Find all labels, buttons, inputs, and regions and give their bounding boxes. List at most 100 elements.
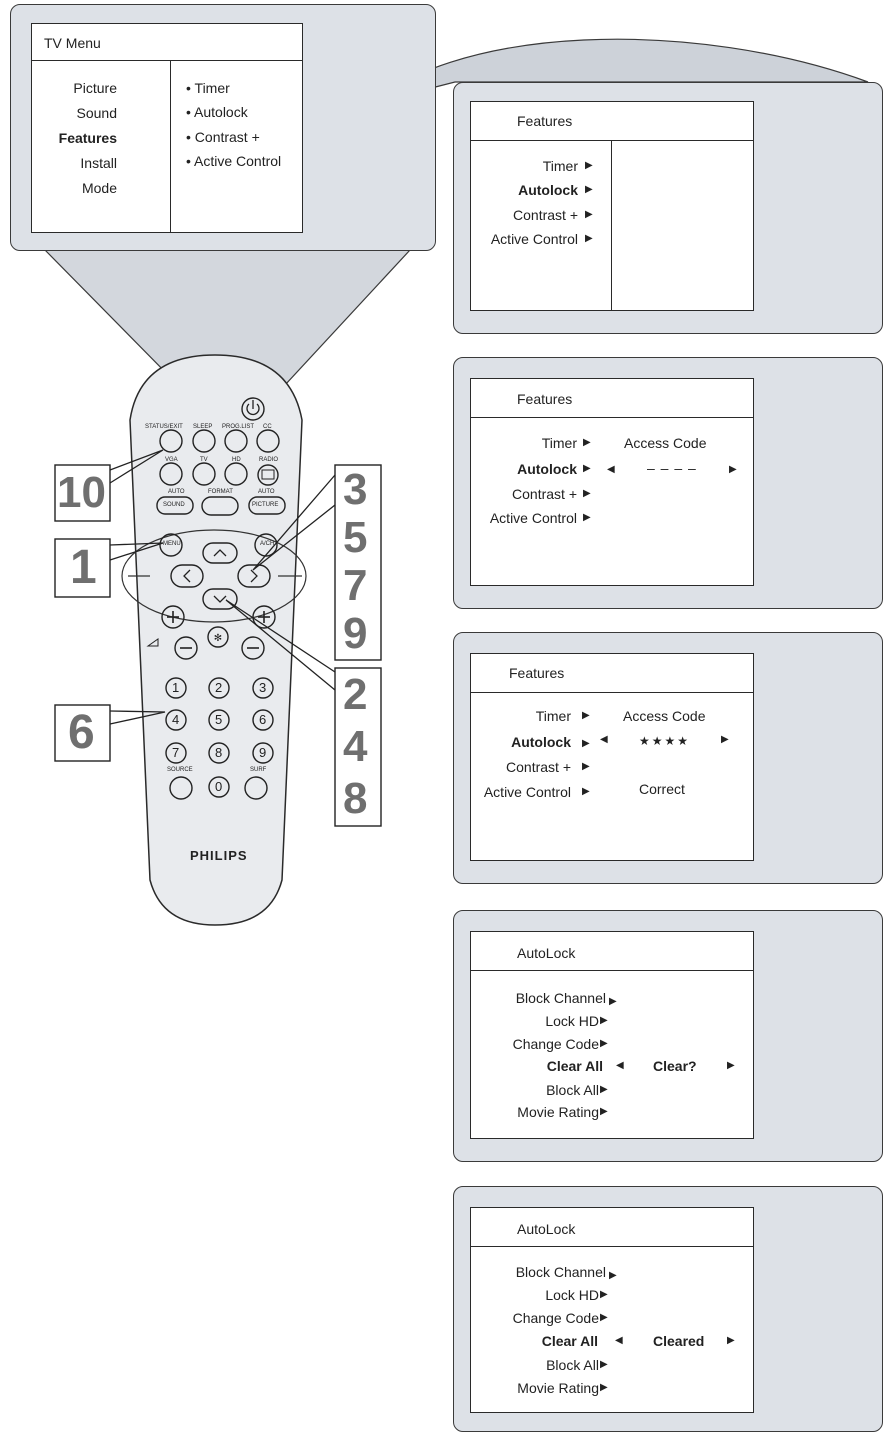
left-button xyxy=(170,564,204,588)
menu-item-change-code[interactable]: Change Code xyxy=(512,1036,599,1052)
menu-item-contrast[interactable]: Contrast + xyxy=(512,486,577,502)
menu-item-active-control[interactable]: Active Control xyxy=(490,231,578,247)
menu-item-autolock[interactable]: Autolock xyxy=(517,461,577,477)
features-title: Features xyxy=(517,391,573,407)
arrow-right-icon: ▶ xyxy=(727,1335,735,1346)
menu-item-movie-rating[interactable]: Movie Rating xyxy=(517,1380,599,1396)
sleep-label: SLEEP xyxy=(193,424,213,430)
menu-item-contrast[interactable]: Contrast + xyxy=(513,207,578,223)
digit-0: 0 xyxy=(215,779,223,794)
menu-item-clear-all[interactable]: Clear All xyxy=(546,1058,603,1074)
surf-button xyxy=(244,776,268,800)
autolock-title: AutoLock xyxy=(517,945,576,961)
vga-button xyxy=(159,462,183,486)
step-2: 2 xyxy=(343,670,368,719)
step-5: 5 xyxy=(343,513,368,562)
arrow-left-icon: ◀ xyxy=(616,1060,624,1071)
tv-label: TV xyxy=(200,457,208,463)
brand-logo: PHILIPS xyxy=(190,848,248,863)
menu-item-lock-hd[interactable]: Lock HD xyxy=(545,1287,599,1303)
menu-item-timer[interactable]: Timer xyxy=(541,435,577,451)
menu-item-clear-all[interactable]: Clear All xyxy=(541,1333,598,1349)
digit-2: 2 xyxy=(215,680,223,695)
down-button xyxy=(202,588,238,610)
menu-item-picture[interactable]: Picture xyxy=(73,80,117,96)
status-exit-button xyxy=(159,429,183,453)
arrow-right-icon: ▶ xyxy=(729,464,737,475)
step-7: 7 xyxy=(343,561,368,610)
hd-label: HD xyxy=(232,457,241,463)
menu-item-timer[interactable]: Timer xyxy=(535,708,571,724)
access-code-label: Access Code xyxy=(624,435,707,451)
tv-menu-screen: TV Menu Picture Sound Features Install M… xyxy=(31,23,303,233)
digit-8: 8 xyxy=(215,745,223,760)
tv-menu-title: TV Menu xyxy=(44,35,101,51)
vga-label: VGA xyxy=(165,457,178,463)
code-input[interactable]: – – – – xyxy=(647,460,697,476)
features-title: Features xyxy=(517,113,573,129)
step-1: 1 xyxy=(70,541,97,594)
features-title: Features xyxy=(509,665,565,681)
code-input[interactable]: ★★★★ xyxy=(639,734,691,748)
chevron-right-icon xyxy=(250,569,258,583)
format-label: FORMAT xyxy=(208,489,233,495)
step-box-1 xyxy=(54,538,111,598)
cc-label: CC xyxy=(263,424,272,430)
chevron-down-icon xyxy=(213,595,227,603)
submenu-active-control: • Active Control xyxy=(186,153,282,169)
up-button xyxy=(202,542,238,564)
tv-menu-panel: TV Menu Picture Sound Features Install M… xyxy=(10,4,436,251)
sound-label: SOUND xyxy=(163,502,185,508)
menu-item-contrast[interactable]: Contrast + xyxy=(506,759,571,775)
digit-9: 9 xyxy=(259,745,267,760)
menu-item-autolock[interactable]: Autolock xyxy=(511,734,571,750)
menu-item-lock-hd[interactable]: Lock HD xyxy=(545,1013,599,1029)
step-8: 8 xyxy=(343,774,368,823)
menu-item-features[interactable]: Features xyxy=(58,130,117,146)
autolock-screen-2: AutoLock Block Channel Lock HD Change Co… xyxy=(470,1207,754,1413)
menu-item-block-channel[interactable]: Block Channel xyxy=(515,1264,606,1280)
auto-label-2: AUTO xyxy=(258,489,275,495)
step-box-6 xyxy=(54,704,111,762)
menu-item-change-code[interactable]: Change Code xyxy=(512,1310,599,1326)
menu-item-active-control[interactable]: Active Control xyxy=(483,784,571,800)
tv-button xyxy=(192,462,216,486)
prog-list-label: PROG.LIST xyxy=(222,424,255,430)
menu-item-mode[interactable]: Mode xyxy=(81,180,117,196)
source-button xyxy=(169,776,193,800)
step-3: 3 xyxy=(343,465,368,514)
menu-item-install[interactable]: Install xyxy=(80,155,117,171)
step-10: 10 xyxy=(57,468,106,517)
features-panel-2: Features Timer Autolock Contrast + Activ… xyxy=(453,357,883,609)
ach-button xyxy=(254,533,278,557)
menu-item-block-all[interactable]: Block All xyxy=(546,1357,599,1373)
menu-item-autolock[interactable]: Autolock xyxy=(518,182,578,198)
menu-item-block-channel[interactable]: Block Channel xyxy=(515,990,606,1006)
auto-picture-button xyxy=(248,496,286,515)
status-text: Correct xyxy=(639,781,685,797)
status-exit-label: STATUS/EXIT xyxy=(145,424,183,430)
arrow-left-icon: ◀ xyxy=(607,464,615,475)
digit-7: 7 xyxy=(172,745,180,760)
menu-item-active-control[interactable]: Active Control xyxy=(489,510,577,526)
arrow-right-icon: ▶ xyxy=(721,734,729,745)
mute-icon: ✻ xyxy=(214,633,222,644)
digit-3: 3 xyxy=(259,680,267,695)
prog-list-button xyxy=(224,429,248,453)
cc-button xyxy=(256,429,280,453)
menu-item-movie-rating[interactable]: Movie Rating xyxy=(517,1104,599,1120)
menu-item-timer[interactable]: Timer xyxy=(542,158,578,174)
prompt-text: Cleared xyxy=(653,1333,705,1349)
submenu-autolock: • Autolock xyxy=(186,104,248,120)
menu-item-block-all[interactable]: Block All xyxy=(546,1082,599,1098)
autolock-panel-2: AutoLock Block Channel Lock HD Change Co… xyxy=(453,1186,883,1432)
step-box-10 xyxy=(54,464,111,522)
submenu-timer: • Timer xyxy=(186,80,230,96)
auto-label: AUTO xyxy=(168,489,185,495)
right-button xyxy=(237,564,271,588)
menu-label: MENU xyxy=(163,541,181,547)
power-icon xyxy=(246,403,260,416)
source-label: SOURCE xyxy=(167,767,193,773)
menu-item-sound[interactable]: Sound xyxy=(76,105,117,121)
